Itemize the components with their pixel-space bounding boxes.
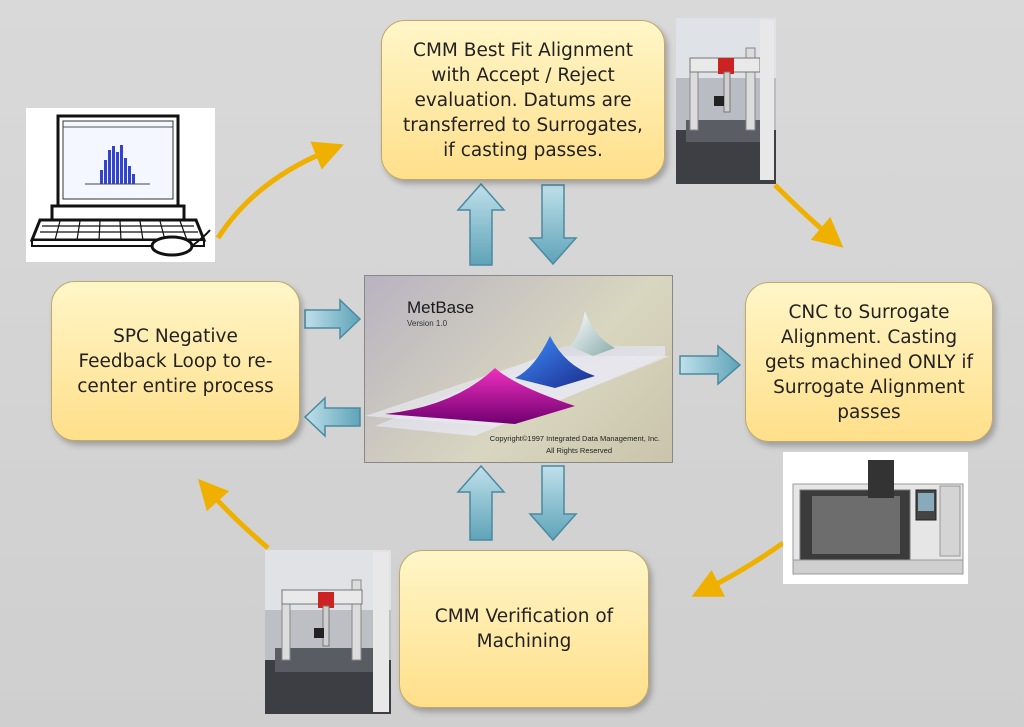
- computer-histogram-icon: [26, 108, 215, 262]
- metbase-rights: All Rights Reserved: [546, 446, 612, 455]
- block-arrow-right-right: [679, 344, 742, 386]
- block-arrow-up-top: [456, 182, 506, 266]
- curved-arrow-top-to-right: [773, 183, 844, 248]
- metbase-title: MetBase: [407, 298, 475, 317]
- step-text-line: SPC Negative: [113, 325, 238, 347]
- cnc-machine-photo: [783, 452, 968, 584]
- curved-arrow-computer-to-top: [215, 141, 344, 240]
- step-text-line: Surrogate Alignment: [773, 376, 965, 398]
- curved-arrow-right-to-bottom: [691, 540, 785, 597]
- step-text-line: evaluation. Datums are: [414, 89, 632, 111]
- block-arrow-up-bottom: [456, 464, 506, 541]
- step-text-line: Feedback Loop to re-: [78, 350, 273, 372]
- step-cnc-surrogate: CNC to Surrogate Alignment. Casting gets…: [745, 282, 993, 442]
- block-arrow-down-top: [528, 184, 578, 266]
- step-text-line: CNC to Surrogate: [788, 301, 950, 323]
- step-text-line: Alignment. Casting: [780, 326, 958, 348]
- metbase-version: Version 1.0: [407, 319, 448, 328]
- step-text-line: passes: [837, 401, 901, 423]
- metbase-copyright: Copyright©1997 Integrated Data Managemen…: [489, 434, 660, 443]
- step-cmm-best-fit: CMM Best Fit Alignment with Accept / Rej…: [381, 20, 665, 180]
- step-text-line: CMM Verification of: [434, 606, 614, 627]
- step-text-line: gets machined ONLY if: [764, 351, 974, 373]
- step-text-line: transferred to Surrogates,: [403, 114, 643, 136]
- curved-arrow-bottom-to-left: [197, 478, 270, 550]
- block-arrow-left-left: [303, 396, 361, 438]
- step-text-line: with Accept / Reject: [431, 64, 615, 86]
- step-text-line: Machining: [476, 631, 572, 652]
- step-spc-feedback: SPC Negative Feedback Loop to re- center…: [51, 281, 300, 441]
- cmm-machine-photo: [265, 550, 391, 714]
- step-cmm-verification: CMM Verification of Machining: [399, 550, 649, 708]
- block-arrow-right-left: [304, 298, 362, 340]
- step-text-line: CMM Best Fit Alignment: [413, 39, 633, 61]
- block-arrow-down-bottom: [528, 465, 578, 542]
- cmm-machine-photo: [676, 18, 776, 184]
- step-text-line: center entire process: [77, 375, 274, 397]
- metbase-splash: MetBase Version 1.0 Copyright©1997 Integ…: [364, 275, 673, 463]
- distribution-surface-icon: [365, 311, 670, 436]
- step-text-line: if casting passes.: [443, 139, 603, 161]
